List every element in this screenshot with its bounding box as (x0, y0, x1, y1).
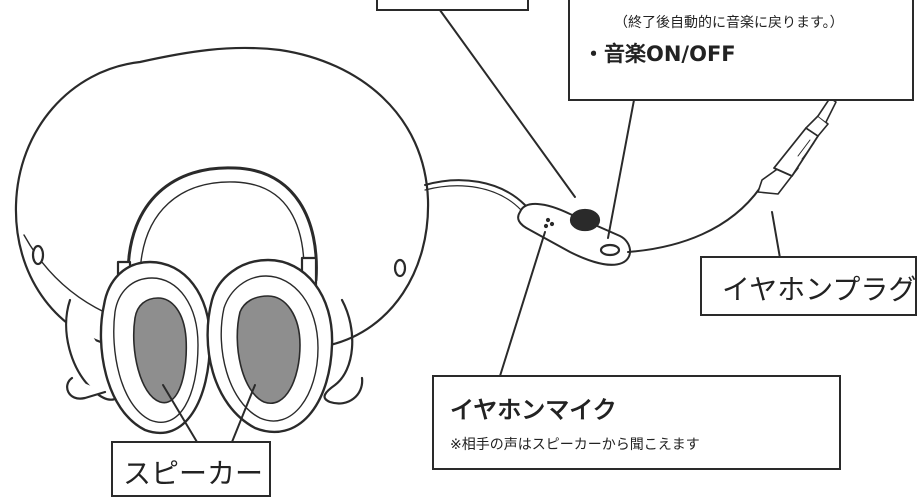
inline-remote (517, 203, 631, 266)
top-left-callout-box (376, 0, 529, 11)
earphone-mic-callout: イヤホンマイク ※相手の声はスピーカーから聞こえます (432, 375, 841, 470)
earphone-plug-callout: イヤホンプラグ (700, 256, 917, 316)
earphone-mic-description: ※相手の声はスピーカーから聞こえます (450, 437, 700, 453)
earphone-plug-label: イヤホンプラグ (722, 273, 917, 306)
headband (126, 166, 318, 282)
plug (757, 97, 837, 195)
speaker-label: スピーカー (123, 457, 264, 490)
auto-return-note: （終了後自動的に音楽に戻ります。） (614, 15, 844, 31)
music-control-callout: （終了後自動的に音楽に戻ります。） ・音楽ON/OFF (568, 0, 914, 101)
music-toggle-item: ・音楽ON/OFF (583, 42, 736, 66)
cable-to-plug (627, 187, 761, 253)
right-ear-cup (206, 258, 334, 434)
speaker-callout: スピーカー (111, 441, 271, 497)
earphone-mic-title: イヤホンマイク (450, 396, 617, 424)
cable-to-mic (424, 179, 526, 206)
left-ear-cup (99, 260, 212, 435)
